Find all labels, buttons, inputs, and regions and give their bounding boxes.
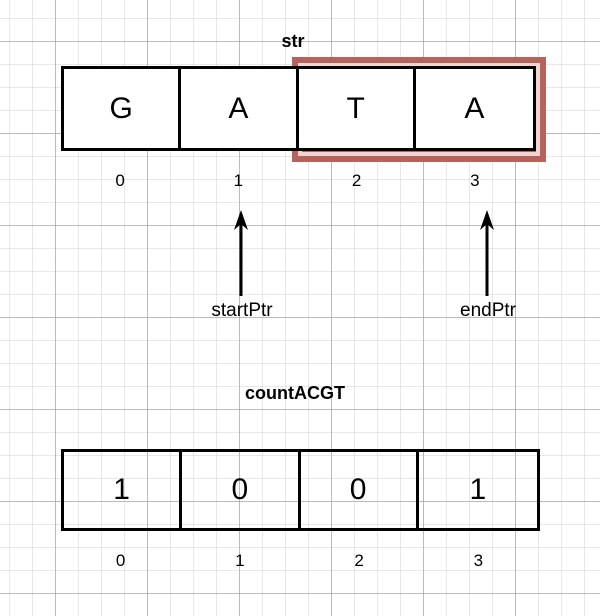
str-index-0: 0 (115, 171, 125, 190)
count-array: 1 0 0 1 (61, 449, 540, 531)
startptr-label: startPtr (211, 300, 273, 321)
str-index-1: 1 (233, 171, 244, 190)
str-cell-0[interactable]: G (64, 69, 182, 148)
count-cell-2[interactable]: 0 (301, 452, 419, 528)
endptr-label: endPtr (460, 300, 516, 321)
count-cell-0[interactable]: 1 (64, 452, 183, 528)
count-cell-3[interactable]: 1 (469, 473, 487, 506)
count-index-row: 0 1 2 3 (61, 551, 540, 571)
startptr-up-arrow-icon (228, 208, 254, 303)
count-index-3: 3 (473, 551, 484, 570)
str-array-title: str (281, 31, 305, 51)
count-cell-1[interactable]: 0 (182, 452, 301, 528)
str-index-row: 0 1 2 3 (61, 171, 536, 191)
count-index-2: 2 (354, 551, 364, 570)
str-index-2: 2 (351, 171, 362, 190)
endptr-up-arrow-icon (474, 208, 500, 303)
str-array: G A T A (61, 66, 536, 151)
str-cell-3[interactable]: A (415, 69, 533, 148)
count-array-title: countACGT (245, 383, 345, 403)
str-cell-2[interactable]: T (298, 69, 416, 148)
count-index-0: 0 (115, 551, 126, 570)
str-cell-1[interactable]: A (181, 69, 299, 148)
count-index-1: 1 (235, 551, 245, 570)
str-index-3: 3 (470, 171, 480, 190)
